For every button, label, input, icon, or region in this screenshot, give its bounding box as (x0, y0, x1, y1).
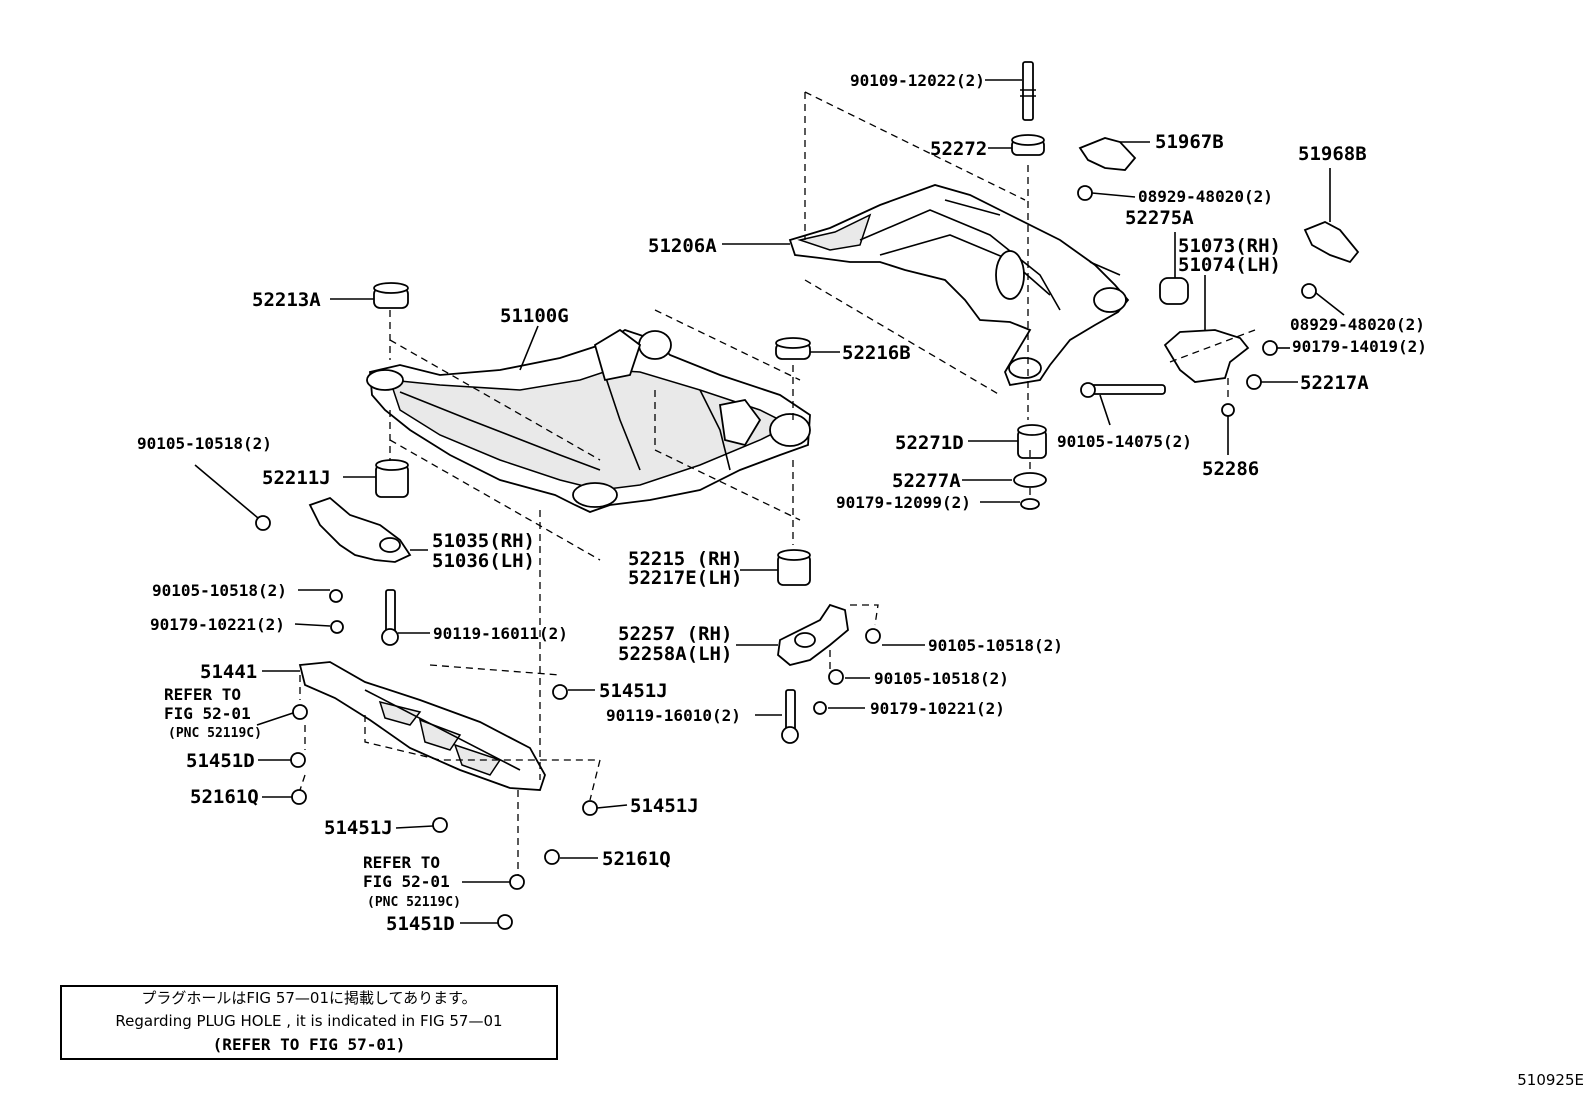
refer-a-line2: FIG 52-01 (164, 704, 251, 723)
rear-crossmember-51206A (788, 184, 1130, 387)
label-52161Q-a: 52161Q (190, 786, 259, 808)
label-51100G: 51100G (500, 305, 569, 327)
mount-51073 (1163, 329, 1250, 383)
bushing-52272 (1011, 134, 1045, 156)
label-08929-48020-a: 08929-48020(2) (1138, 187, 1273, 206)
label-52272: 52272 (930, 138, 987, 160)
label-90105-10518-c: 90105-10518(2) (928, 636, 1063, 655)
label-51451J-c: 51451J (324, 817, 393, 839)
engine-under-cover-51441 (298, 661, 546, 791)
label-52258A: 52258A(LH) (618, 643, 732, 665)
plug-hole-note: プラグホールはFIG 57—01に掲載してあります。 Regarding PLU… (60, 985, 558, 1060)
bushing-52271D (1017, 424, 1047, 459)
label-52217A: 52217A (1300, 372, 1369, 394)
refer-b-line2: FIG 52-01 (363, 872, 450, 891)
label-51968B: 51968B (1298, 143, 1367, 165)
leader-lines (194, 79, 1345, 924)
label-52216B: 52216B (842, 342, 911, 364)
label-51451D-a: 51451D (186, 750, 255, 772)
label-90179-10221-a: 90179-10221(2) (150, 615, 285, 634)
label-52277A: 52277A (892, 470, 961, 492)
label-90105-10518-a: 90105-10518(2) (137, 434, 272, 453)
refer-a-line3: (PNC 52119C) (168, 726, 262, 741)
label-52161Q-b: 52161Q (602, 848, 671, 870)
label-51967B: 51967B (1155, 131, 1224, 153)
bracket-51035 (308, 496, 412, 563)
front-suspension-member-51100G (366, 328, 811, 513)
figure-id: 510925E (1517, 1071, 1584, 1089)
assembly-dashed-lines (299, 91, 1256, 875)
stud-90109-12022 (1020, 61, 1036, 121)
part-labels: 90109-12022(2) 52272 51967B 51968B 08929… (137, 71, 1427, 935)
label-52257: 52257 (RH) (618, 623, 732, 645)
label-52275A: 52275A (1125, 207, 1194, 229)
label-51451J-a: 51451J (599, 680, 668, 702)
label-52217E: 52217E(LH) (628, 567, 742, 589)
refer-b-line3: (PNC 52119C) (367, 895, 461, 910)
label-52211J: 52211J (262, 467, 331, 489)
label-90179-10221-b: 90179-10221(2) (870, 699, 1005, 718)
label-90105-14075: 90105-14075(2) (1057, 432, 1192, 451)
label-51451D-b: 51451D (386, 913, 455, 935)
label-52213A: 52213A (252, 289, 321, 311)
label-51074: 51074(LH) (1178, 254, 1281, 276)
note-refer: (REFER TO FIG 57-01) (212, 1035, 406, 1054)
label-90179-12099: 90179-12099(2) (836, 493, 971, 512)
refer-b-line1: REFER TO (363, 853, 440, 872)
label-51035: 51035(RH) (432, 530, 535, 552)
bushing-52275A (1159, 277, 1189, 305)
note-english: Regarding PLUG HOLE , it is indicated in… (115, 1012, 503, 1030)
washer-52277A (1013, 472, 1047, 488)
label-90119-16010: 90119-16010(2) (606, 706, 741, 725)
label-08929-48020-b: 08929-48020(2) (1290, 315, 1425, 334)
label-51441: 51441 (200, 661, 257, 683)
bolt-90105-14075 (1080, 382, 1166, 398)
bushing-52211J (375, 459, 409, 498)
bolt-90119-16011 (381, 589, 399, 646)
label-51451J-b: 51451J (630, 795, 699, 817)
label-52286: 52286 (1202, 458, 1259, 480)
bracket-52257 (777, 603, 849, 666)
label-51073: 51073(RH) (1178, 235, 1281, 257)
label-52271D: 52271D (895, 432, 964, 454)
note-japanese: プラグホールはFIG 57—01に掲載してあります。 (141, 989, 477, 1007)
label-51206A: 51206A (648, 235, 717, 257)
nut-90179-12099 (1020, 498, 1040, 510)
bushing-52213A (373, 282, 409, 309)
label-51036: 51036(LH) (432, 550, 535, 572)
bushing-52215 (777, 549, 811, 586)
bracket-51967B (1078, 137, 1137, 171)
label-90105-10518-b: 90105-10518(2) (152, 581, 287, 600)
bushing-52216B (775, 337, 811, 360)
label-90105-10518-d: 90105-10518(2) (874, 669, 1009, 688)
bolt-90119-16010 (781, 689, 799, 744)
refer-a-line1: REFER TO (164, 685, 241, 704)
label-90179-14019: 90179-14019(2) (1292, 337, 1427, 356)
label-90109-12022: 90109-12022(2) (850, 71, 985, 90)
bracket-51968B (1303, 221, 1360, 264)
label-52215: 52215 (RH) (628, 548, 742, 570)
label-90119-16011: 90119-16011(2) (433, 624, 568, 643)
